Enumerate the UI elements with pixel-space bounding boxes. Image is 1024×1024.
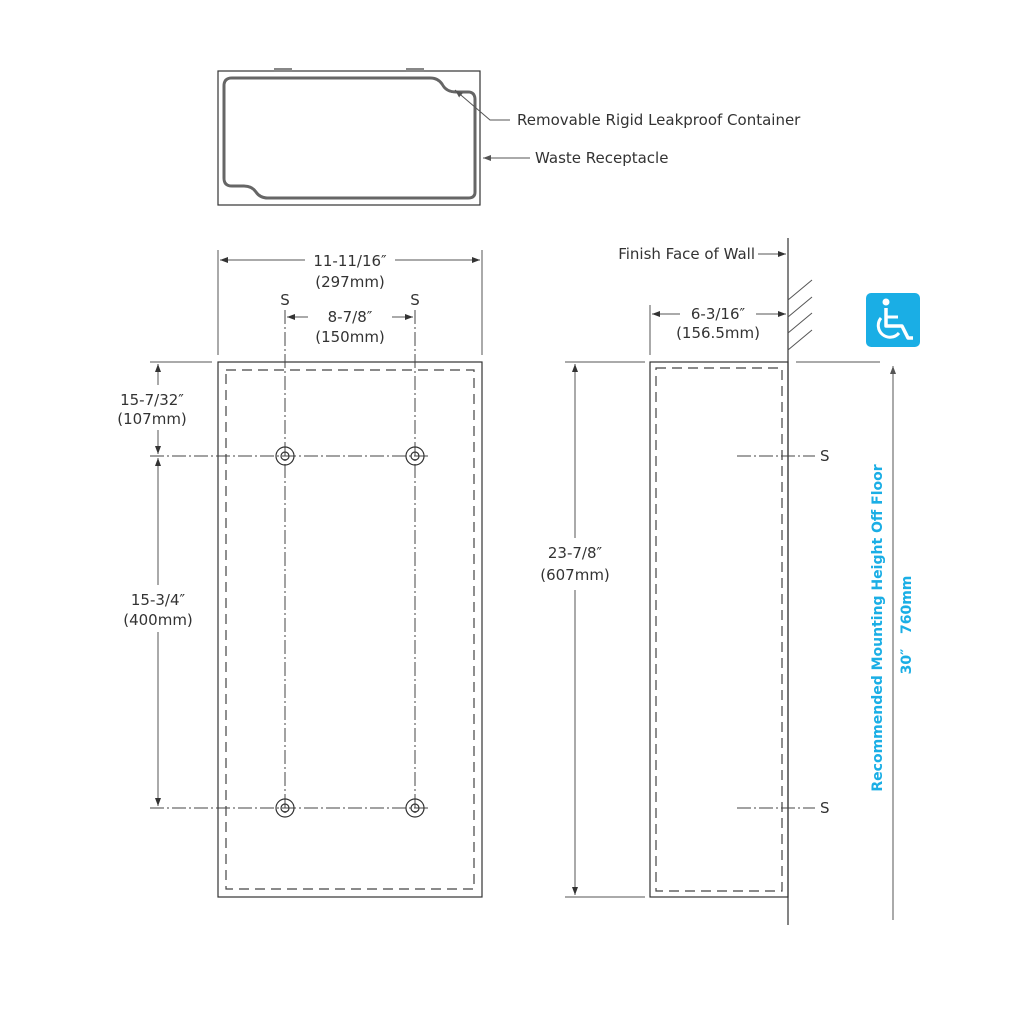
hole-spacing-in: 15-3/4″: [131, 591, 186, 609]
width-in: 11-11/16″: [313, 252, 387, 270]
stud-spacing-in: 8-7/8″: [328, 308, 373, 326]
mounting-value: 30″ 760mm: [899, 576, 915, 675]
stud-mark: S: [410, 291, 420, 309]
stud-mark: S: [280, 291, 290, 309]
stud-mark: S: [820, 447, 830, 465]
height-in: 23-7/8″: [548, 544, 603, 562]
depth-in: 6-3/16″: [691, 305, 746, 323]
side-view: Finish Face of Wall 6-3/16″ (156.5mm) 23…: [540, 238, 920, 925]
stud-spacing-mm: (150mm): [315, 328, 385, 346]
top-offset-in: 15-7/32″: [120, 391, 184, 409]
top-offset-mm: (107mm): [117, 410, 187, 428]
depth-mm: (156.5mm): [676, 324, 760, 342]
receptacle-label: Waste Receptacle: [535, 149, 668, 167]
width-mm: (297mm): [315, 273, 385, 291]
stud-mark: S: [820, 799, 830, 817]
wheelchair-icon: [866, 293, 920, 347]
height-mm: (607mm): [540, 566, 610, 584]
top-view: Removable Rigid Leakproof Container Wast…: [217, 68, 801, 206]
mounting-holes: [275, 446, 425, 818]
hole-spacing-mm: (400mm): [123, 611, 193, 629]
mounting-label: Recommended Mounting Height Off Floor: [870, 464, 886, 791]
container-label: Removable Rigid Leakproof Container: [517, 111, 801, 129]
front-view: 11-11/16″ (297mm) S S 8-7/8″ (150mm) 15-…: [117, 250, 483, 898]
wall-label: Finish Face of Wall: [618, 245, 755, 263]
